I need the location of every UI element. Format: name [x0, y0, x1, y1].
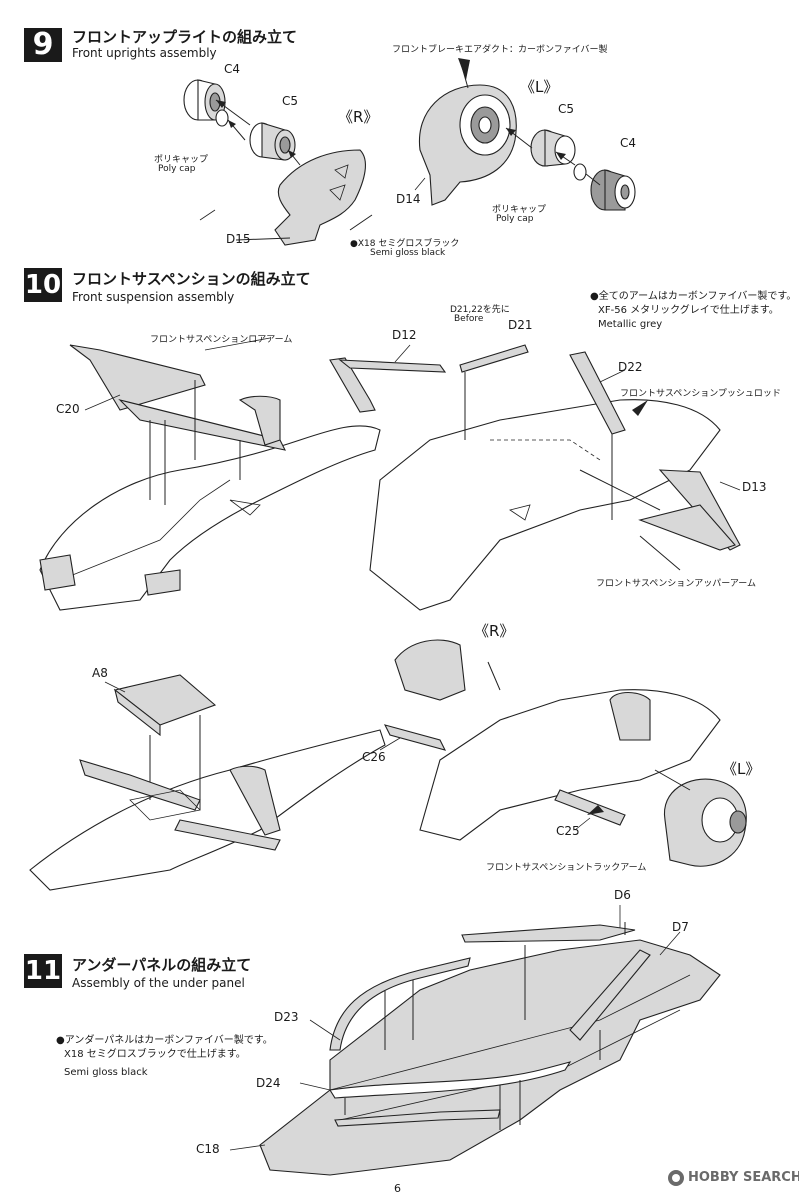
arm-material-note-jp: ●全てのアームはカーボンファイバー製です。: [590, 291, 797, 302]
side-marker-left: 《L》: [520, 78, 559, 96]
part-label-c26: C26: [362, 750, 386, 764]
part-label-d22: D22: [618, 360, 643, 374]
step-title-en: Front suspension assembly: [72, 290, 235, 304]
part-label-c18: C18: [196, 1142, 220, 1156]
polycap-label-jp: ポリキャップ: [492, 205, 547, 215]
part-label-d14: D14: [396, 192, 421, 206]
step-title-jp: フロントサスペンションの組み立て: [72, 270, 311, 288]
part-label-c5: C5: [282, 94, 299, 108]
step-title-en: Front uprights assembly: [72, 46, 217, 60]
lower-arm-label: フロントサスペンションロアアーム: [150, 335, 293, 345]
step9-left-upright-drawing: [418, 58, 636, 211]
part-label-d12: D12: [392, 328, 417, 342]
polycap-label-jp: ポリキャップ: [154, 155, 209, 165]
step11-under-panel-drawing: [259, 922, 721, 1176]
page-number: 6: [394, 1182, 401, 1195]
step-number: 11: [24, 954, 62, 988]
side-marker-right: 《R》: [474, 622, 515, 640]
d21-first-note: D21,22を先に: [450, 305, 510, 315]
paint-label-en: Semi gloss black: [370, 248, 446, 258]
before-note: Before: [454, 314, 484, 324]
part-label-d7: D7: [672, 920, 689, 934]
part-label-d21: D21: [508, 318, 533, 332]
part-label-c4: C4: [620, 136, 637, 150]
part-label-c20: C20: [56, 402, 80, 416]
polycap-label-en: Poly cap: [158, 164, 196, 174]
step10-track-arm-drawing: [383, 639, 747, 867]
step9-right-upright-drawing: [183, 79, 373, 246]
panel-material-note-jp: ●アンダーパネルはカーボンファイバー製です。: [56, 1035, 273, 1046]
hobbysearch-logo-icon: [668, 1170, 684, 1186]
panel-paint-note-en: Semi gloss black: [64, 1067, 148, 1078]
step10-a8-cover-drawing: [29, 674, 386, 891]
part-label-d23: D23: [274, 1010, 299, 1024]
arm-paint-note-en: Metallic grey: [598, 319, 663, 330]
part-label-c25: C25: [556, 824, 580, 838]
upper-arm-label: フロントサスペンションアッパーアーム: [596, 579, 757, 589]
part-label-a8: A8: [92, 666, 108, 680]
arm-paint-note-jp: XF-56 メタリックグレイで仕上げます。: [598, 305, 779, 316]
step-number: 10: [24, 268, 62, 302]
step10-lower-arm-drawing: [39, 344, 381, 611]
polycap-label-en: Poly cap: [496, 214, 534, 224]
pushrod-label: フロントサスペンションプッシュロッド: [620, 389, 781, 399]
side-marker-right: 《R》: [338, 108, 379, 126]
part-label-d13: D13: [742, 480, 767, 494]
step10-upper-arm-drawing: [329, 344, 741, 611]
part-label-d24: D24: [256, 1076, 281, 1090]
step-number: 9: [24, 28, 62, 62]
track-arm-label: フロントサスペンショントラックアーム: [486, 863, 647, 873]
part-label-d6: D6: [614, 888, 631, 902]
brake-duct-label: フロントブレーキエアダクト：カーボンファイバー製: [392, 45, 608, 55]
part-label-c5: C5: [558, 102, 575, 116]
paint-label-jp: ●X18 セミグロスブラック: [350, 239, 460, 249]
panel-paint-note-jp: X18 セミグロスブラックで仕上げます。: [64, 1049, 246, 1060]
step-title-jp: アンダーパネルの組み立て: [72, 956, 252, 974]
part-label-c4: C4: [224, 62, 241, 76]
step-title-en: Assembly of the under panel: [72, 976, 245, 990]
label-leader-lines: [84, 177, 741, 1151]
side-marker-left: 《L》: [722, 760, 761, 778]
step-title-jp: フロントアップライトの組み立て: [72, 28, 298, 46]
part-label-d15: D15: [226, 232, 251, 246]
watermark-text: HOBBY SEARCH: [688, 1170, 799, 1185]
